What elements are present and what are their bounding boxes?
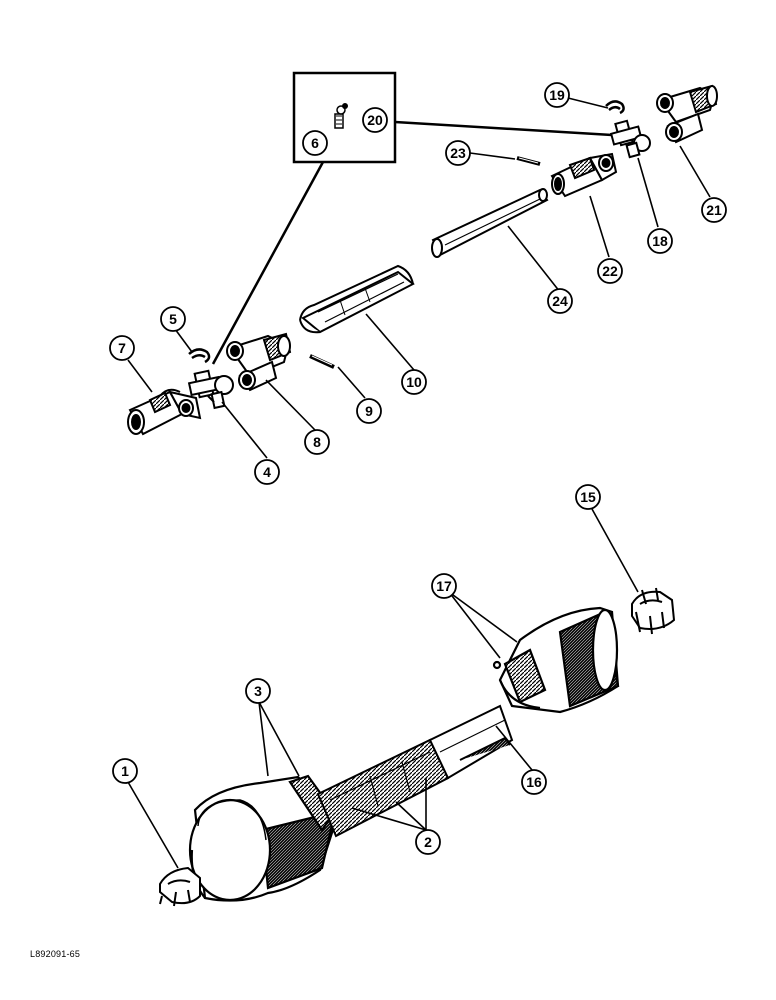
callout-22: 22 (602, 263, 618, 279)
callout-7: 7 (118, 340, 126, 356)
callout-10: 10 (406, 374, 422, 390)
left-cone-guard-drawing (188, 774, 340, 902)
inset-box (292, 71, 397, 164)
grease-fitting-icon (334, 103, 348, 129)
callout-9: 9 (365, 403, 373, 419)
callout-3: 3 (254, 683, 262, 699)
retaining-ring-15-drawing (631, 587, 676, 635)
spring-pin-9-drawing (309, 354, 335, 369)
spring-pin-23-drawing (516, 156, 541, 166)
figure-reference-code: L892091-65 (30, 949, 81, 959)
callout-leaders (127, 97, 711, 869)
snap-ring-19-drawing (605, 100, 625, 115)
yoke-8-drawing (226, 332, 292, 392)
callout-17: 17 (436, 578, 452, 594)
yoke-7-drawing (127, 388, 202, 436)
tube-24-drawing (431, 188, 549, 258)
retaining-ring-1-drawing (159, 866, 201, 907)
callout-1: 1 (121, 763, 129, 779)
inner-tube-drawing (316, 704, 514, 838)
callout-20: 20 (367, 112, 383, 128)
callout-16: 16 (526, 774, 542, 790)
inset-leader-lines (211, 120, 613, 365)
callout-5: 5 (169, 311, 177, 327)
callout-15: 15 (580, 489, 596, 505)
callout-6: 6 (311, 135, 319, 151)
cross-journal-18-drawing (609, 119, 651, 159)
callout-23: 23 (450, 145, 466, 161)
tube-10-drawing (299, 264, 415, 334)
callout-labels: 20 6 19 23 21 18 22 24 5 7 10 9 8 4 15 1… (118, 87, 722, 850)
snap-ring-5-drawing (188, 348, 211, 364)
callout-4: 4 (263, 464, 271, 480)
cross-journal-4-drawing (187, 369, 234, 410)
callout-circles (109, 82, 727, 855)
callout-24: 24 (552, 293, 568, 309)
yoke-21-drawing (656, 84, 718, 144)
right-cone-guard-drawing (492, 606, 620, 714)
callout-2: 2 (424, 834, 432, 850)
callout-8: 8 (313, 434, 321, 450)
callout-21: 21 (706, 202, 722, 218)
callout-19: 19 (549, 87, 565, 103)
callout-18: 18 (652, 233, 668, 249)
yoke-22-drawing (550, 152, 618, 198)
